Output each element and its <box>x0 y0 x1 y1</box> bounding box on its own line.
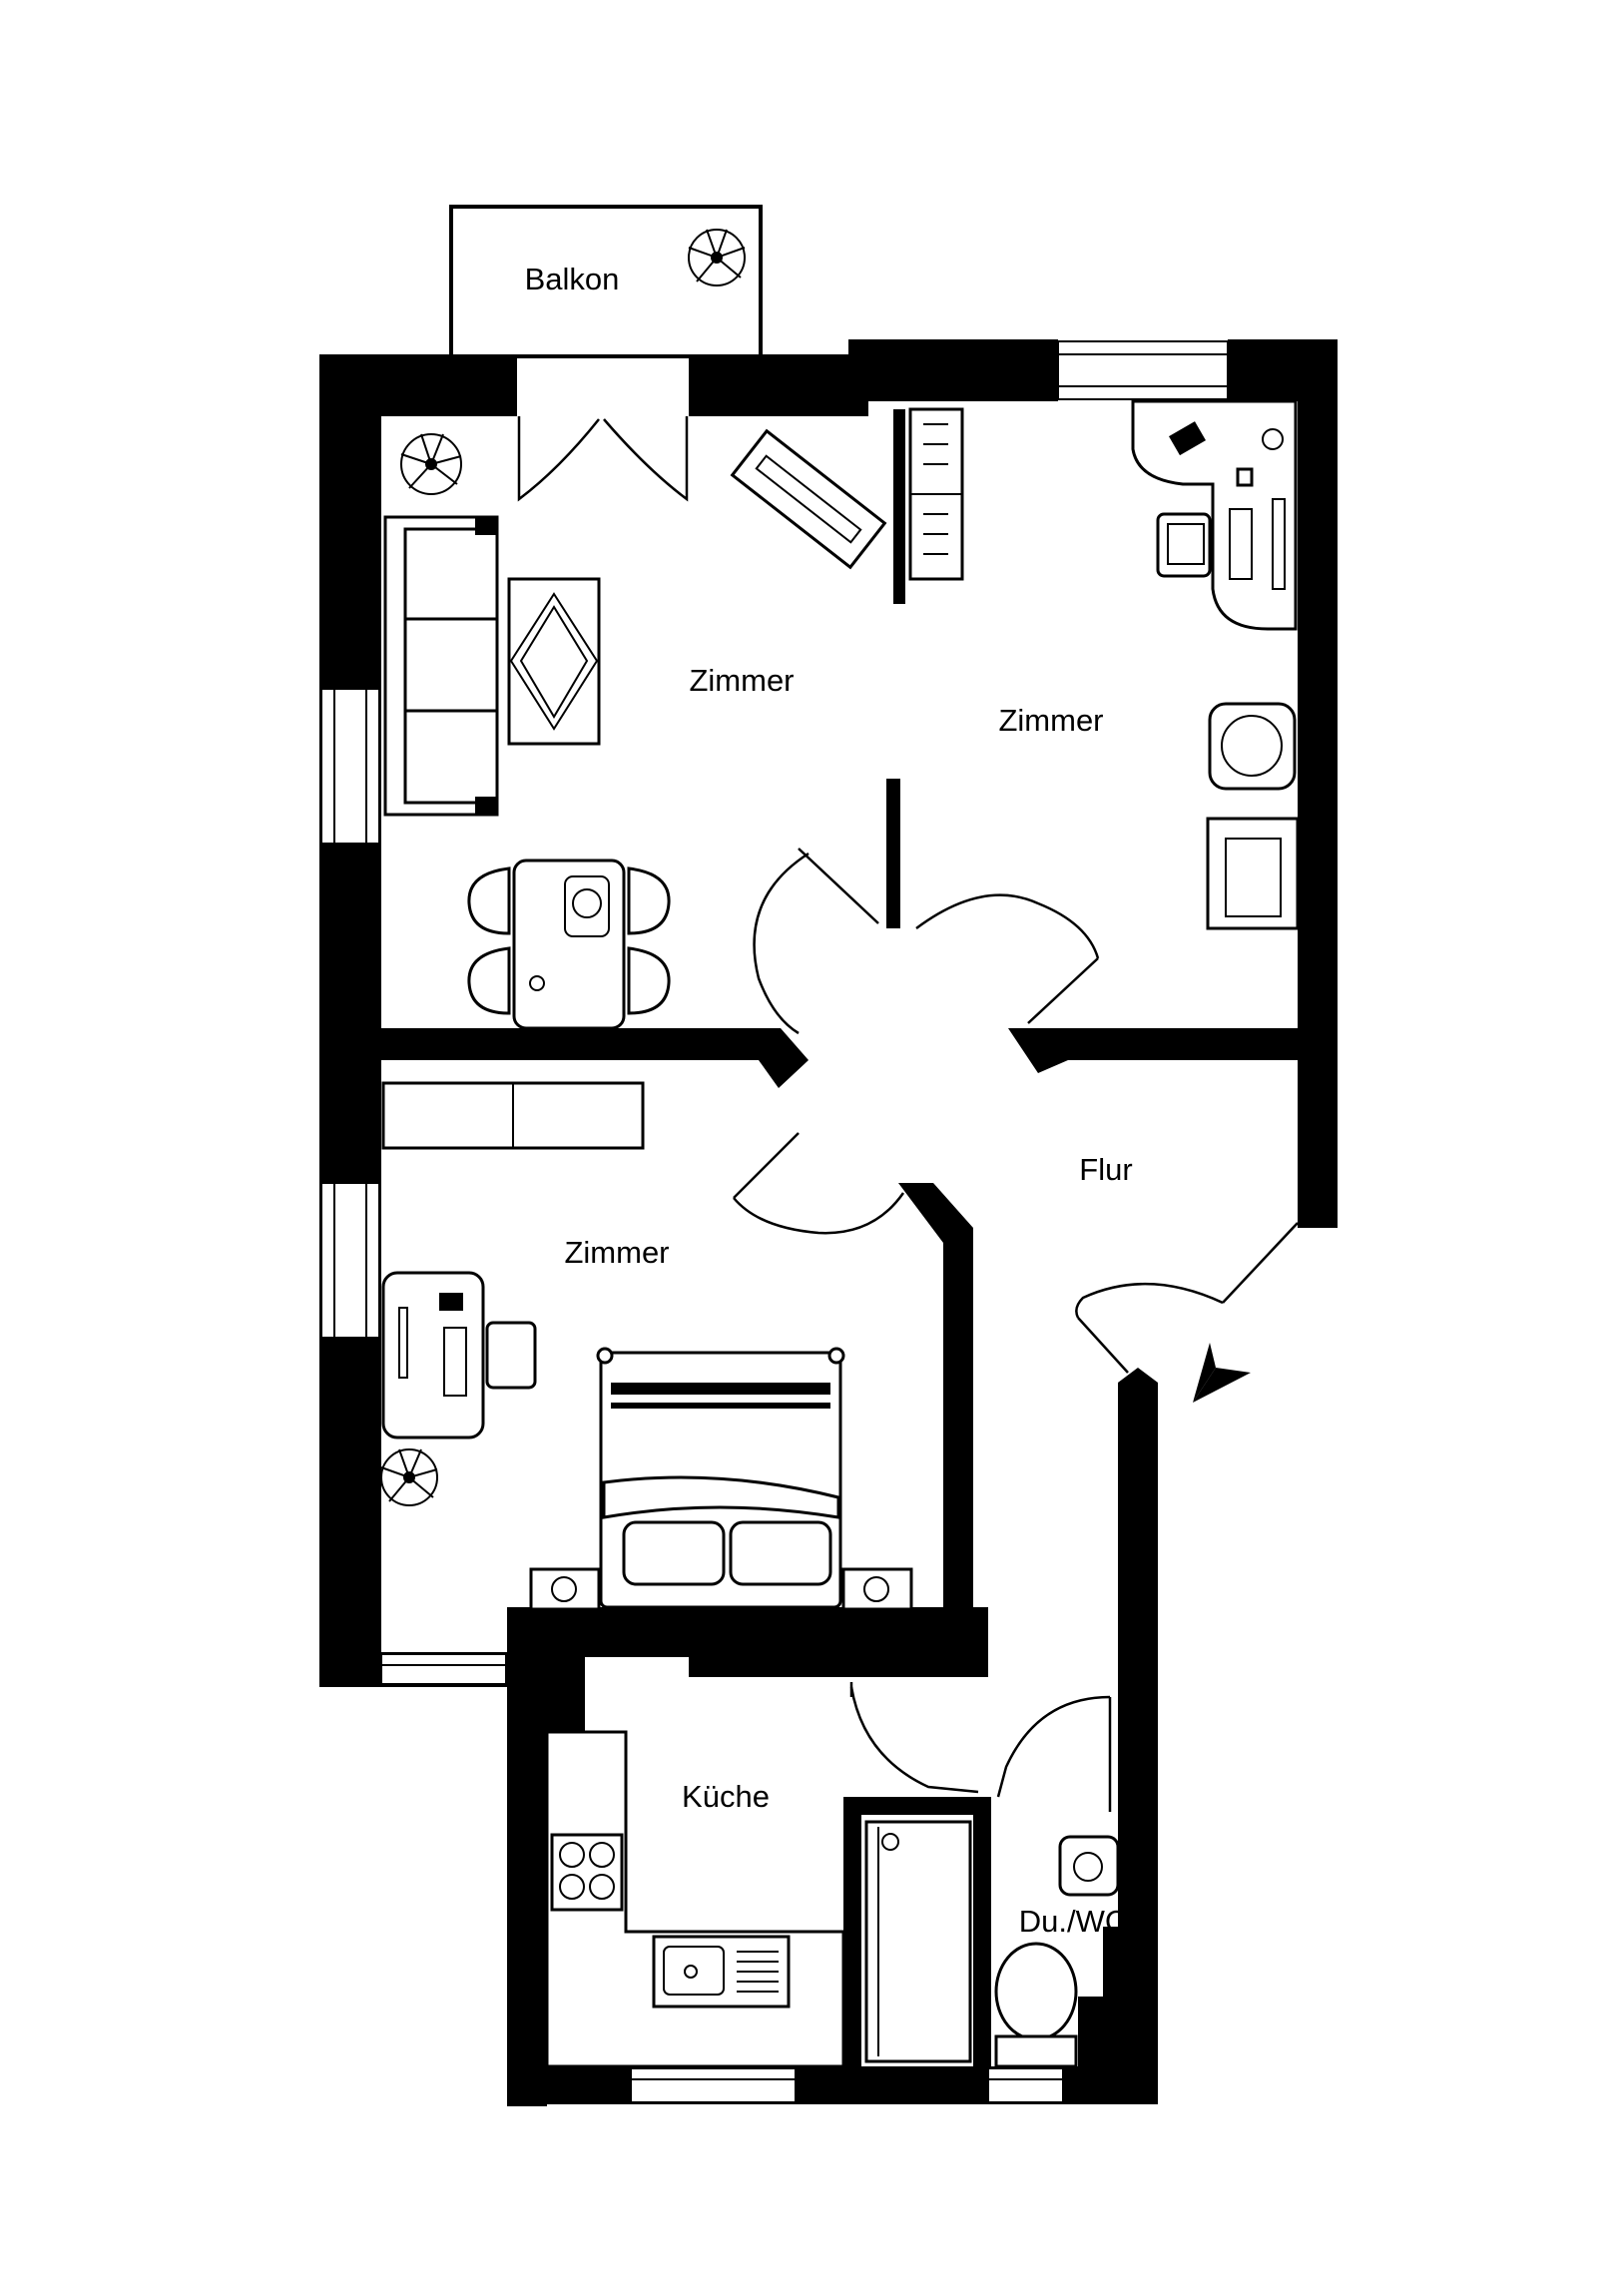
wall-left <box>319 359 381 1687</box>
wall-living-bedroom <box>381 1028 781 1060</box>
wall-top-living-right <box>689 354 868 416</box>
wall-bedroom-hall <box>898 1183 973 1617</box>
credit-label: McGrundriss <box>1308 1098 1324 1177</box>
kitchen <box>545 1682 979 2068</box>
wall-right-office <box>1298 339 1338 1228</box>
wall-kitchen-bath <box>843 1797 991 1815</box>
windows <box>320 340 1229 2103</box>
wall-kitchen-top <box>689 1607 988 1677</box>
coffee-table <box>507 577 601 746</box>
bookshelf <box>908 407 964 581</box>
dining-table <box>467 859 671 1030</box>
label-balcony: Balkon <box>525 262 620 296</box>
side-table <box>1208 702 1297 791</box>
wall-diag-living <box>759 1028 809 1088</box>
plant-icon <box>400 433 462 495</box>
label-bedroom: Zimmer <box>564 1235 669 1270</box>
tv-stand <box>730 428 887 570</box>
shower <box>864 1820 972 2063</box>
desk <box>381 1271 537 1439</box>
bathroom <box>864 1695 1120 2068</box>
wall-partition-upper <box>893 409 905 604</box>
window-kitchen-bottom <box>630 2067 797 2103</box>
toilet <box>994 1942 1078 2068</box>
living-room <box>383 428 887 1035</box>
wall-kitchen-left-inner <box>547 1657 585 1732</box>
office-chair <box>1156 512 1212 578</box>
wall-bath-step <box>1078 1997 1158 2076</box>
wall-hall-right <box>1118 1368 1158 2101</box>
label-hallway: Flur <box>1079 1152 1132 1187</box>
balcony <box>449 205 763 502</box>
hallway <box>1075 1222 1299 1403</box>
office-room <box>908 399 1300 1024</box>
plant-icon <box>688 229 746 287</box>
room-labels: Balkon Zimmer Zimmer Zimmer Flur Küche D… <box>525 262 1324 1939</box>
kitchen-sink <box>652 1935 791 2009</box>
window-bath-bottom <box>987 2067 1064 2103</box>
window-bedroom-left <box>320 1182 380 1339</box>
entrance-arrow-icon <box>1193 1368 1251 1403</box>
wall-shower-right <box>973 1797 991 2076</box>
wall-shower-left <box>843 1797 861 2076</box>
wall-top-office-left <box>848 339 1058 401</box>
plant-icon <box>380 1448 438 1506</box>
armchair <box>1206 817 1300 930</box>
wardrobe <box>381 1081 645 1150</box>
window-living-left <box>320 688 380 845</box>
washbasin <box>1058 1835 1120 1897</box>
stove <box>550 1833 624 1912</box>
window-office-top <box>1057 340 1229 400</box>
label-bathroom: Du./WC <box>1019 1904 1128 1939</box>
nightstand-right <box>841 1567 913 1611</box>
label-office-room: Zimmer <box>998 703 1103 738</box>
label-kitchen: Küche <box>682 1779 770 1814</box>
walls <box>319 339 1338 2106</box>
sofa <box>383 515 499 817</box>
wall-diag-office <box>1008 1028 1068 1073</box>
wall-top-living-left <box>319 354 517 416</box>
double-bed <box>596 1347 845 1609</box>
wall-bath-step-2 <box>1103 1927 1158 2007</box>
wall-partition-lower <box>886 779 900 928</box>
window-bedroom-bottom <box>380 1653 507 1685</box>
wall-office-hall <box>1038 1028 1338 1060</box>
nightstand-left <box>529 1567 601 1611</box>
bedroom <box>380 1081 913 1611</box>
desk <box>1131 399 1298 631</box>
wall-kitchen-left <box>507 1637 547 2106</box>
label-living-room: Zimmer <box>689 663 794 698</box>
